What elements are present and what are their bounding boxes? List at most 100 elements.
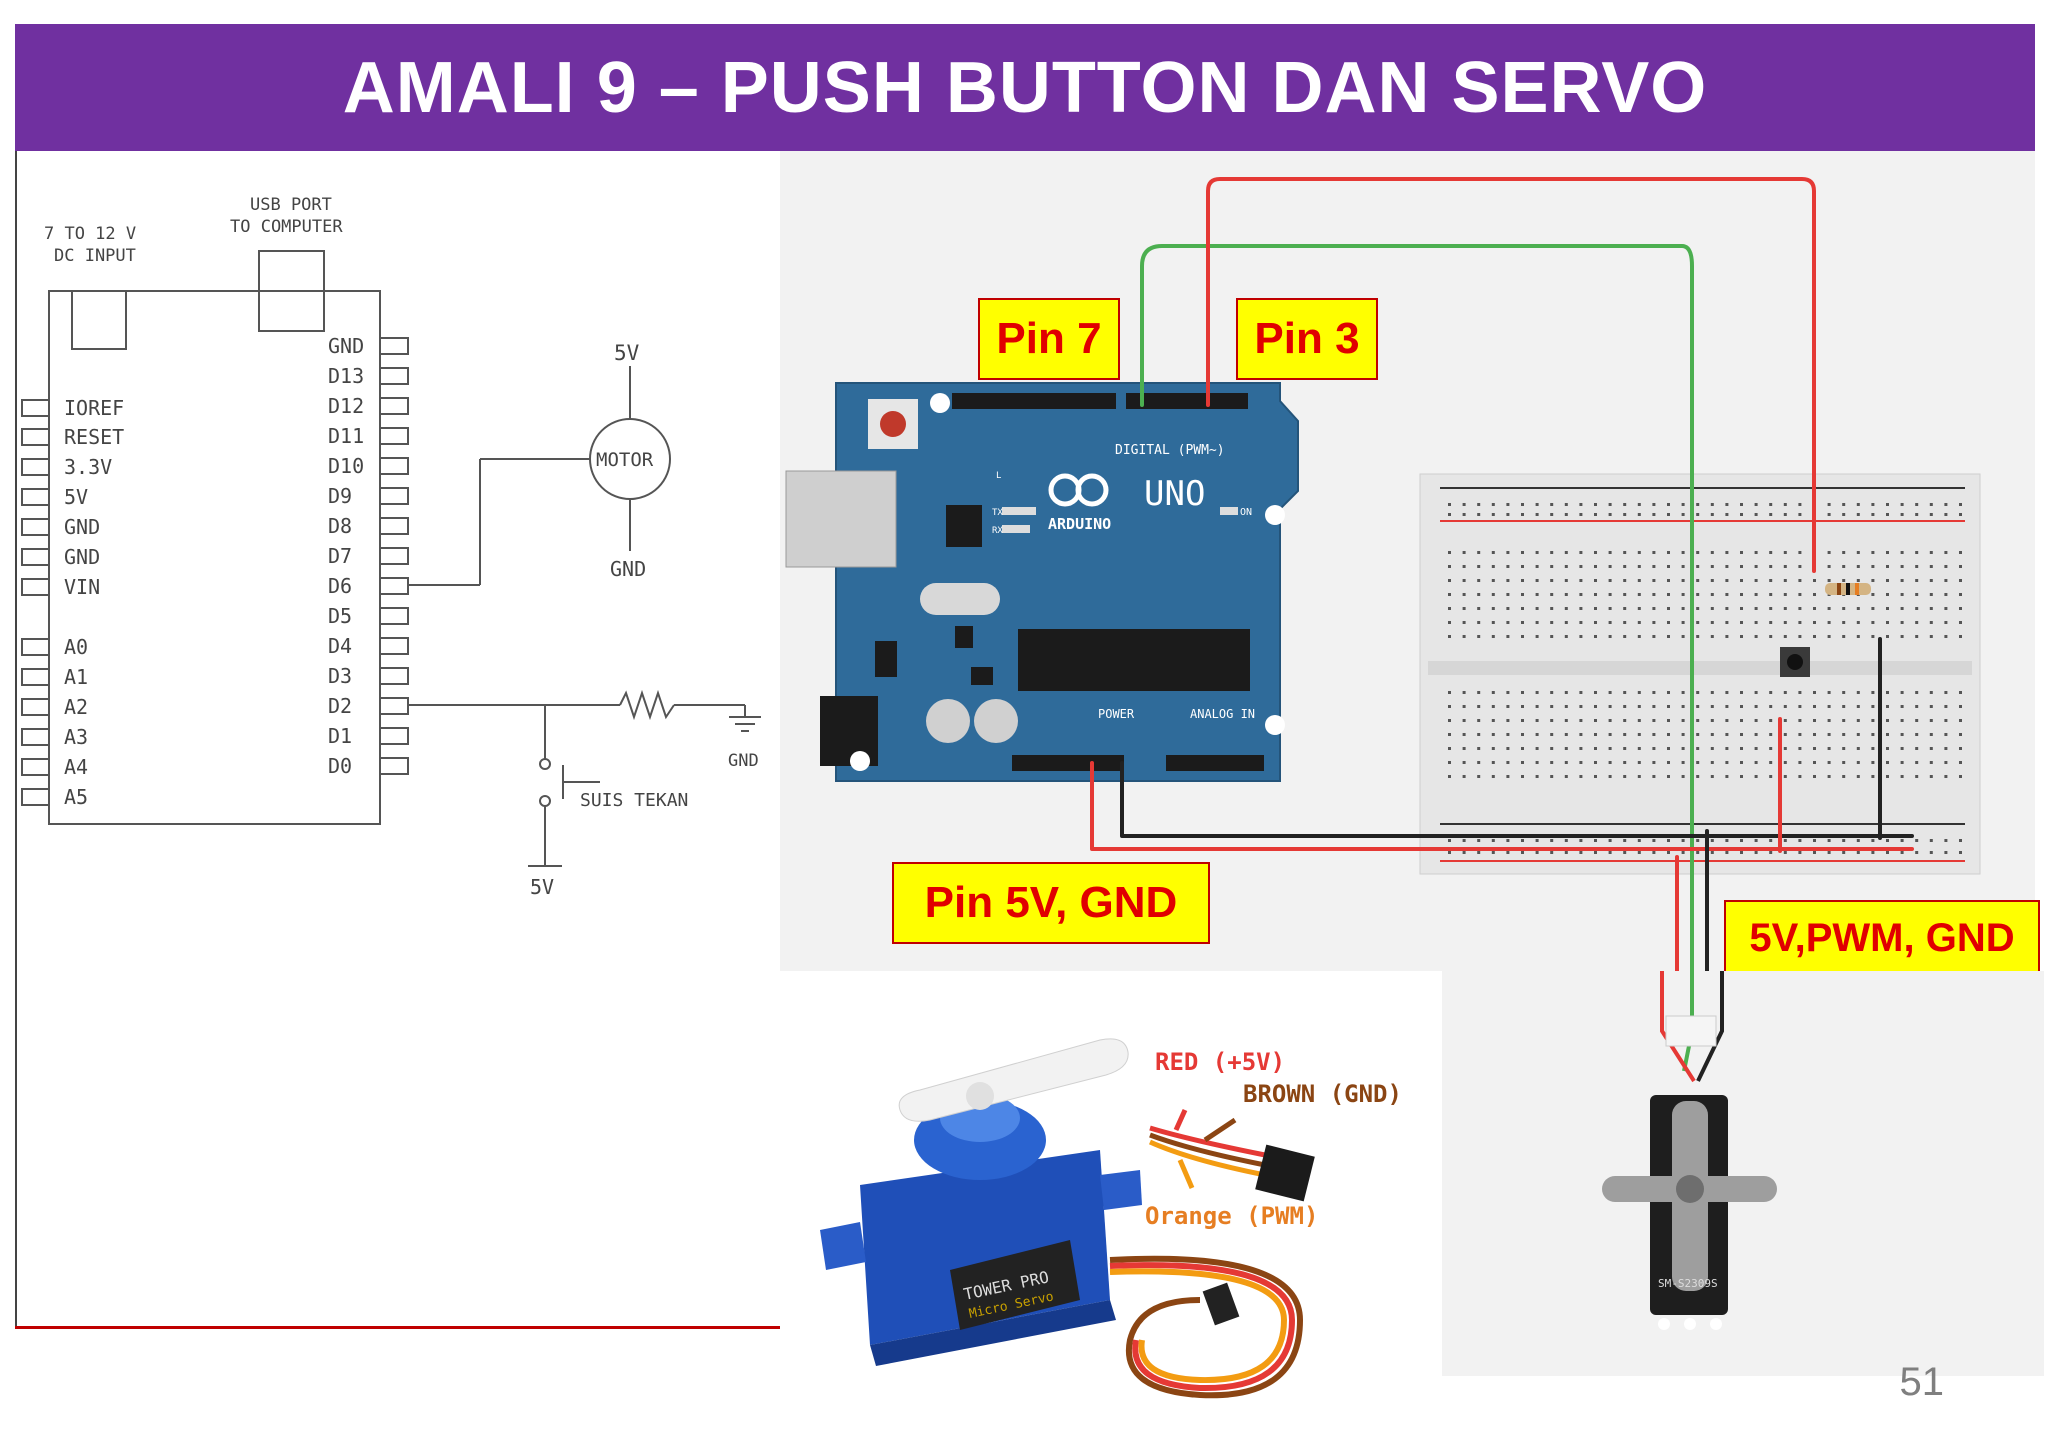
right-pin-label: D12: [328, 394, 364, 418]
breadboard-hole: [1506, 565, 1510, 568]
board-brand: ARDUINO: [1048, 515, 1111, 533]
breadboard-hole: [1769, 747, 1773, 750]
breadboard-hole: [1813, 635, 1816, 638]
breadboard-hole: [1915, 565, 1919, 568]
breadboard-hole: [1681, 593, 1685, 596]
breadboard-hole: [1564, 513, 1568, 516]
breadboard-hole: [1681, 503, 1685, 506]
breadboard-hole: [1710, 593, 1714, 596]
breadboard-hole: [1462, 635, 1466, 638]
breadboard-hole: [1608, 621, 1612, 624]
breadboard-hole: [1681, 851, 1685, 854]
breadboard-hole: [1725, 691, 1729, 694]
breadboard-hole: [1856, 747, 1860, 750]
breadboard-hole: [1886, 579, 1889, 582]
breadboard-hole: [1871, 851, 1875, 854]
breadboard-hole: [1579, 775, 1583, 778]
breadboard-hole: [1769, 607, 1773, 610]
breadboard-hole: [1798, 719, 1802, 722]
breadboard-hole: [1681, 747, 1685, 750]
breadboard-hole: [1535, 705, 1539, 708]
breadboard-hole: [1754, 565, 1758, 568]
breadboard-hole: [1550, 691, 1554, 694]
breadboard-hole: [1491, 503, 1495, 506]
breadboard-hole: [1944, 691, 1948, 694]
breadboard-hole: [1594, 503, 1597, 506]
breadboard-hole: [1550, 621, 1554, 624]
breadboard-hole: [1871, 691, 1875, 694]
breadboard-hole: [1696, 635, 1700, 638]
right-pin-box: [379, 337, 409, 355]
breadboard-hole: [1871, 513, 1875, 516]
breadboard-hole: [1652, 747, 1656, 750]
servo-photo: TOWER PRO Micro Servo RED (+5V) BROWN (G…: [820, 1038, 1402, 1399]
right-pin-box: [379, 607, 409, 625]
red-wire-label: RED (+5V): [1155, 1048, 1285, 1076]
breadboard-hole: [1900, 733, 1904, 736]
breadboard-hole: [1652, 513, 1656, 516]
breadboard-hole: [1900, 839, 1904, 842]
breadboard-hole: [1521, 733, 1524, 736]
breadboard-hole: [1915, 733, 1919, 736]
left-pin-box: [21, 488, 50, 506]
breadboard-hole: [1886, 761, 1889, 764]
breadboard-hole: [1769, 761, 1773, 764]
breadboard-hole: [1594, 691, 1597, 694]
slide-header: AMALI 9 – PUSH BUTTON DAN SERVO: [15, 24, 2035, 151]
breadboard-hole: [1886, 621, 1889, 624]
breadboard-hole: [1900, 635, 1904, 638]
breadboard-hole: [1579, 761, 1583, 764]
breadboard-hole: [1506, 775, 1510, 778]
breadboard-hole: [1798, 607, 1802, 610]
breadboard-hole: [1710, 719, 1714, 722]
breadboard-hole: [1564, 621, 1568, 624]
breadboard-hole: [1637, 761, 1641, 764]
breadboard-hole: [1623, 839, 1627, 842]
breadboard-hole: [1754, 635, 1758, 638]
breadboard-hole: [1900, 513, 1904, 516]
breadboard-hole: [1462, 621, 1466, 624]
breadboard-hole: [1491, 747, 1495, 750]
breadboard-hole: [1652, 705, 1656, 708]
breadboard-hole: [1579, 593, 1583, 596]
left-pin-label: GND: [64, 515, 100, 539]
breadboard-hole: [1564, 761, 1568, 764]
breadboard-hole: [1769, 839, 1773, 842]
breadboard-hole: [1710, 705, 1714, 708]
breadboard-hole: [1506, 579, 1510, 582]
breadboard-hole: [1477, 551, 1481, 554]
breadboard-hole: [1594, 839, 1597, 842]
right-pin-label: D0: [328, 754, 352, 778]
breadboard-hole: [1886, 551, 1889, 554]
right-pin-label: D2: [328, 694, 352, 718]
breadboard-hole: [1448, 719, 1451, 722]
breadboard-hole: [1681, 551, 1685, 554]
breadboard-hole: [1667, 705, 1670, 708]
breadboard-hole: [1448, 565, 1451, 568]
breadboard-hole: [1798, 579, 1802, 582]
breadboard-hole: [1827, 851, 1831, 854]
breadboard-hole: [1667, 691, 1670, 694]
breadboard-hole: [1491, 691, 1495, 694]
breadboard-hole: [1959, 705, 1962, 708]
breadboard-hole: [1929, 621, 1933, 624]
breadboard-hole: [1915, 761, 1919, 764]
breadboard-hole: [1594, 551, 1597, 554]
breadboard-hole: [1798, 851, 1802, 854]
breadboard-hole: [1477, 635, 1481, 638]
breadboard-hole: [1696, 719, 1700, 722]
breadboard-hole: [1944, 593, 1948, 596]
breadboard-hole: [1506, 747, 1510, 750]
breadboard-hole: [1710, 503, 1714, 506]
right-pin-box: [379, 637, 409, 655]
breadboard-hole: [1491, 705, 1495, 708]
breadboard-hole: [1681, 775, 1685, 778]
breadboard-hole: [1959, 775, 1962, 778]
breadboard-hole: [1477, 579, 1481, 582]
breadboard-hole: [1783, 691, 1787, 694]
breadboard-hole: [1740, 733, 1743, 736]
breadboard-hole: [1783, 579, 1787, 582]
breadboard: [1419, 473, 1981, 875]
breadboard-hole: [1667, 761, 1670, 764]
breadboard-hole: [1477, 761, 1481, 764]
